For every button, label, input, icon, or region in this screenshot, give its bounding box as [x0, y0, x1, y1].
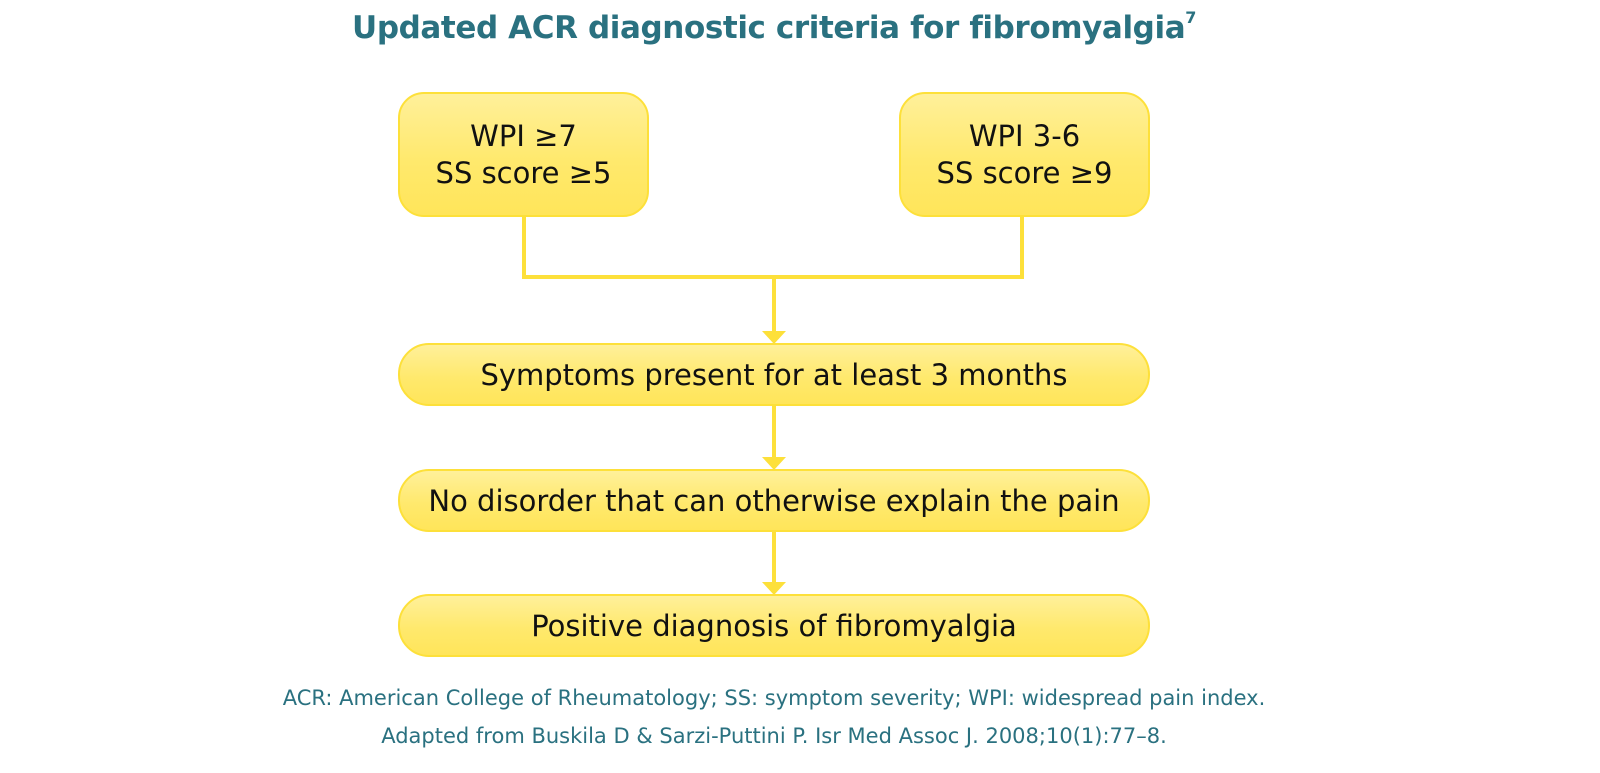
step-positive-label: Positive diagnosis of fibromyalgia — [531, 608, 1017, 643]
step-no-other-disorder: No disorder that can otherwise explain t… — [398, 469, 1150, 532]
title-reference: 7 — [1185, 7, 1196, 27]
criteria-left-line1: WPI ≥7 — [470, 118, 577, 153]
title-text: Updated ACR diagnostic criteria for fibr… — [352, 10, 1186, 46]
footnote-source: Adapted from Buskila D & Sarzi-Puttini P… — [381, 724, 1167, 748]
step-symptoms-duration: Symptoms present for at least 3 months — [398, 343, 1150, 406]
connector-right-branch — [774, 217, 1024, 279]
arrowhead-to-step1 — [762, 331, 786, 344]
diagram-title: Updated ACR diagnostic criteria for fibr… — [0, 7, 1548, 46]
arrowhead-to-step3 — [762, 582, 786, 595]
step-no-disorder-label: No disorder that can otherwise explain t… — [428, 483, 1120, 518]
criteria-right-line2: SS score ≥9 — [936, 155, 1113, 190]
footnote-abbreviations: ACR: American College of Rheumatology; S… — [282, 686, 1266, 710]
step-positive-diagnosis: Positive diagnosis of fibromyalgia — [398, 594, 1150, 657]
criteria-box-wpi-3-6: WPI 3-6 SS score ≥9 — [899, 92, 1150, 217]
arrowhead-to-step2 — [762, 457, 786, 470]
connector-left-branch — [522, 217, 774, 279]
step-symptoms-label: Symptoms present for at least 3 months — [480, 357, 1068, 392]
criteria-right-line1: WPI 3-6 — [968, 118, 1081, 153]
criteria-left-line2: SS score ≥5 — [435, 155, 612, 190]
criteria-box-wpi-7: WPI ≥7 SS score ≥5 — [398, 92, 649, 217]
